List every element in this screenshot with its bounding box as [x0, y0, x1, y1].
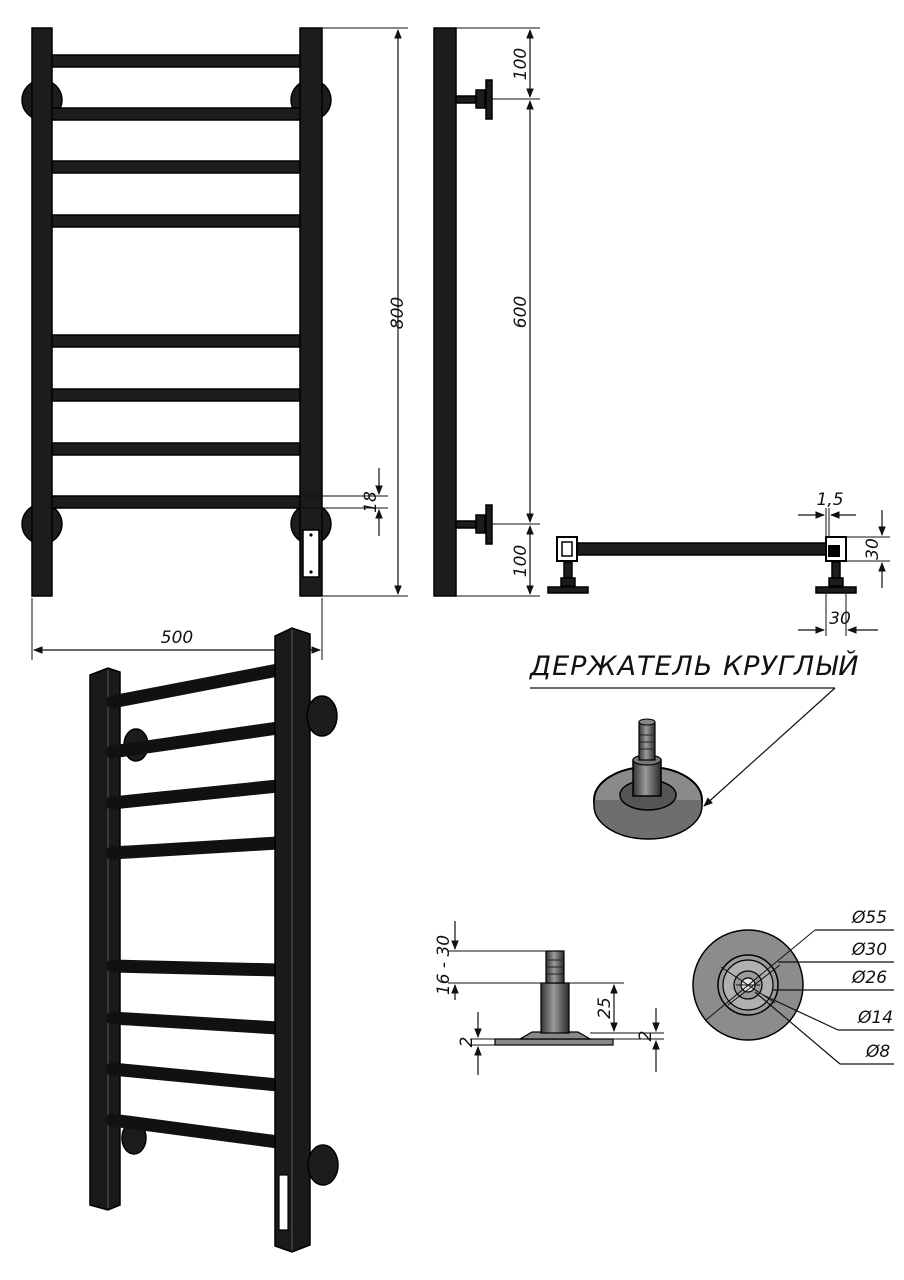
holder-title: ДЕРЖАТЕЛЬ КРУГЛЫЙ — [529, 650, 860, 682]
dia-55: Ø55 — [851, 908, 887, 928]
element-socket — [302, 529, 320, 578]
dim-width-500: 500 — [161, 628, 193, 648]
holder-section: ДЕРЖАТЕЛЬ КРУГЛЫЙ — [434, 650, 894, 1075]
dim-adjust-range: 16 - 30 — [434, 935, 454, 995]
dim-height-800: 800 — [388, 297, 408, 329]
perspective-rungs — [105, 663, 285, 1149]
dia-30: Ø30 — [851, 940, 887, 960]
holder-side-dimensions: 16 - 30 25 2 2 — [434, 921, 664, 1075]
left-rail — [31, 27, 53, 597]
dim-profile-30-w: 30 — [829, 609, 851, 629]
rung — [49, 160, 303, 174]
dim-base-2-left: 2 — [457, 1037, 477, 1048]
dim-middle-600: 600 — [511, 296, 531, 328]
dia-8: Ø8 — [865, 1042, 890, 1062]
holder-side-drawing — [494, 950, 614, 1046]
side-rail — [433, 27, 457, 597]
rung — [49, 388, 303, 402]
rung — [49, 334, 303, 348]
dia-26: Ø26 — [851, 968, 887, 988]
dim-bottom-100: 100 — [511, 545, 531, 577]
right-rail — [299, 27, 323, 597]
front-view — [21, 27, 332, 597]
dim-base-2-right: 2 — [636, 1031, 656, 1042]
dim-top-100: 100 — [511, 48, 531, 80]
dim-profile-30-h: 30 — [863, 538, 883, 560]
rung — [49, 107, 303, 121]
holder-diameter-labels: Ø55 Ø30 Ø26 Ø14 Ø8 — [754, 908, 894, 1065]
rung — [49, 442, 303, 456]
rung — [49, 495, 303, 509]
perspective-view — [89, 627, 339, 1253]
side-view — [433, 27, 493, 597]
front-rungs — [49, 54, 303, 509]
front-dimensions: 800 18 500 — [31, 27, 408, 660]
dim-rung-18: 18 — [361, 491, 381, 513]
holder-3d-image — [593, 718, 703, 840]
socket-screw — [309, 533, 313, 537]
dia-14: Ø14 — [857, 1008, 893, 1028]
top-dimensions: 1,5 30 30 — [798, 490, 890, 636]
socket-screw — [309, 570, 313, 574]
dim-wall-1-5: 1,5 — [816, 490, 843, 510]
top-view — [547, 536, 857, 594]
side-dimensions: 100 600 100 — [456, 27, 540, 597]
rung — [49, 214, 303, 228]
holder-top-drawing — [692, 929, 816, 1041]
top-bar — [575, 542, 829, 556]
dim-shaft-25: 25 — [595, 997, 615, 1019]
rung — [49, 54, 303, 68]
